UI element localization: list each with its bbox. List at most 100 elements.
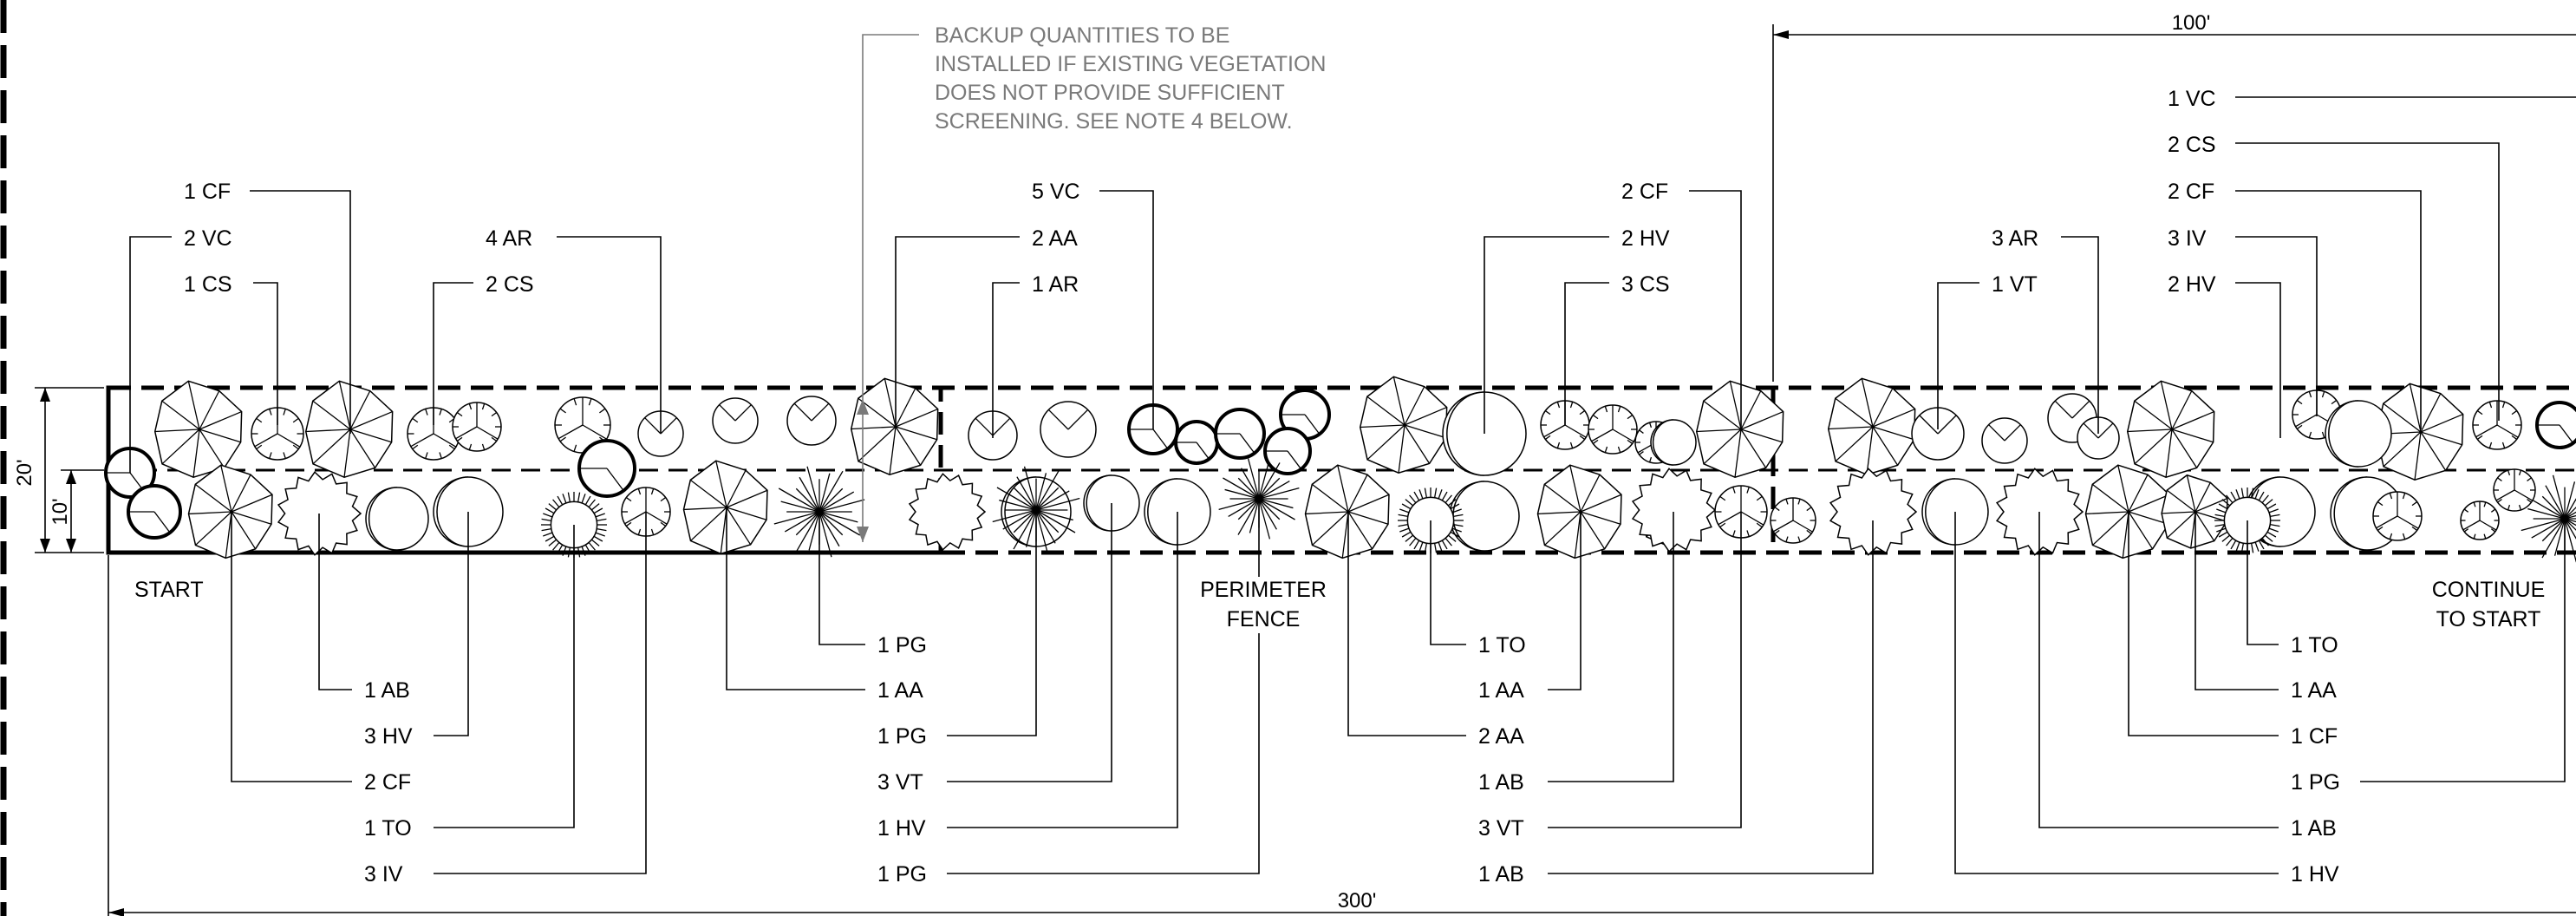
callout-bottom-1-pg: 1 PG bbox=[877, 633, 927, 658]
dimension-100ft: 100' bbox=[1772, 11, 2576, 382]
open-circle-shrub-symbol bbox=[1981, 417, 2028, 464]
callout-top-3-cs: 3 CS bbox=[1621, 272, 1670, 297]
callout-bottom-1-ab-b: 1 AB bbox=[1478, 770, 1524, 795]
radial-leaf-tree-symbol bbox=[850, 377, 939, 476]
dimension-20ft-label: 20' bbox=[13, 459, 36, 486]
callout-top-1-cf: 1 CF bbox=[184, 180, 231, 204]
continue-label-line-2: TO START bbox=[2436, 607, 2541, 631]
radial-leaf-tree-symbol bbox=[2126, 380, 2215, 479]
callout-bottom-1-cf: 1 CF bbox=[2291, 724, 2338, 749]
callout-top-2-cs: 2 CS bbox=[486, 272, 534, 297]
callout-bottom-1-hv-b: 1 HV bbox=[2291, 862, 2339, 887]
crescent-shrub-symbol bbox=[1449, 481, 1520, 552]
radial-leaf-tree-symbol bbox=[2084, 464, 2170, 559]
dimension-300ft: 300' bbox=[108, 555, 2576, 916]
backup-note-line-1: BACKUP QUANTITIES TO BE bbox=[935, 23, 1229, 48]
radial-leaf-tree-symbol bbox=[2161, 474, 2228, 549]
notched-shrub-symbol bbox=[1588, 404, 1638, 455]
callout-bottom-1-pg-b: 1 PG bbox=[877, 724, 927, 749]
callout-bottom-2-cf: 2 CF bbox=[364, 770, 411, 795]
callout-bottom-3-iv: 3 IV bbox=[364, 862, 403, 887]
thick-ring-shrub-symbol bbox=[1214, 408, 1266, 460]
callout-top-1-vt: 1 VT bbox=[1992, 272, 2038, 297]
radial-leaf-tree-symbol bbox=[304, 380, 394, 479]
callout-top-1-ar: 1 AR bbox=[1032, 272, 1079, 297]
open-circle-shrub-symbol bbox=[786, 396, 837, 446]
open-circle-shrub-symbol bbox=[1040, 401, 1097, 458]
thick-ring-shrub-symbol bbox=[127, 484, 182, 540]
callout-top-1-vc: 1 VC bbox=[2168, 87, 2216, 111]
callout-top-2-hv: 2 HV bbox=[1621, 226, 1670, 251]
callout-top-2-vc: 2 VC bbox=[184, 226, 232, 251]
callout-top-5-vc: 5 VC bbox=[1032, 180, 1080, 204]
thick-ring-shrub-symbol bbox=[1174, 420, 1219, 465]
crescent-shrub-symbol bbox=[365, 487, 429, 551]
callout-top-2-aa: 2 AA bbox=[1032, 226, 1078, 251]
callout-bottom-1-aa: 1 AA bbox=[877, 678, 923, 703]
crescent-shrub-symbol bbox=[2325, 400, 2392, 468]
radial-leaf-tree-symbol bbox=[2375, 383, 2464, 481]
backup-note-line-3: DOES NOT PROVIDE SUFFICIENT bbox=[935, 81, 1285, 105]
thick-ring-shrub-symbol bbox=[1263, 427, 1312, 475]
dimension-10ft-label: 10' bbox=[49, 498, 72, 525]
open-circle-shrub-symbol bbox=[1911, 407, 1965, 461]
crescent-shrub-symbol bbox=[1650, 419, 1697, 466]
notched-shrub-symbol bbox=[2372, 491, 2423, 541]
callout-bottom-1-to: 1 TO bbox=[364, 816, 412, 841]
perimeter-fence-label-line-2: FENCE bbox=[1227, 607, 1301, 631]
radial-leaf-tree-symbol bbox=[1304, 464, 1390, 559]
spiky-shrub-symbol bbox=[1829, 468, 1918, 556]
notched-shrub-symbol bbox=[2493, 468, 2536, 512]
notched-shrub-symbol bbox=[1770, 497, 1816, 544]
callout-bottom-1-ab-c: 1 AB bbox=[1478, 862, 1524, 887]
callout-bottom-1-ab: 1 AB bbox=[364, 678, 410, 703]
notched-shrub-symbol bbox=[251, 407, 304, 461]
backup-note-line-4: SCREENING. SEE NOTE 4 BELOW. bbox=[935, 109, 1293, 134]
radial-leaf-tree-symbol bbox=[153, 380, 243, 479]
top-callouts: 1 CF 2 VC 1 CS 4 AR 2 CS 5 VC 2 AA 1 AR … bbox=[129, 87, 2576, 473]
backup-note-line-2: INSTALLED IF EXISTING VEGETATION bbox=[935, 52, 1326, 76]
callout-bottom-2-aa: 2 AA bbox=[1478, 724, 1524, 749]
continue-label-line-1: CONTINUE bbox=[2432, 578, 2546, 602]
dimension-10ft: 10' bbox=[49, 469, 104, 553]
radial-leaf-tree-symbol bbox=[187, 464, 273, 559]
spiky-shrub-symbol bbox=[908, 473, 987, 551]
radial-leaf-tree-symbol bbox=[1536, 464, 1622, 559]
radial-leaf-tree-symbol bbox=[682, 460, 768, 555]
dimension-20ft: 20' bbox=[13, 387, 104, 553]
start-label: START bbox=[134, 578, 204, 602]
starburst-grass-symbol bbox=[992, 466, 1080, 554]
callout-bottom-3-vt: 3 VT bbox=[877, 770, 923, 795]
dimension-300ft-label: 300' bbox=[1338, 889, 1377, 913]
callout-bottom-1-to-b: 1 TO bbox=[1478, 633, 1526, 658]
callout-bottom-1-pg-d: 1 PG bbox=[2291, 770, 2340, 795]
callout-bottom-1-to-c: 1 TO bbox=[2291, 633, 2338, 658]
callout-top-1-cs: 1 CS bbox=[184, 272, 232, 297]
callout-top-3-ar: 3 AR bbox=[1992, 226, 2038, 251]
notched-shrub-symbol bbox=[2460, 501, 2500, 540]
callout-top-2-cf-c: 2 CF bbox=[2168, 180, 2214, 204]
radial-leaf-tree-symbol bbox=[1827, 377, 1916, 476]
notched-shrub-symbol bbox=[2472, 400, 2522, 450]
thick-ring-shrub-symbol bbox=[577, 439, 636, 498]
callout-bottom-1-hv: 1 HV bbox=[877, 816, 926, 841]
plant-symbols bbox=[104, 376, 2576, 563]
callout-bottom-1-aa-c: 1 AA bbox=[2291, 678, 2337, 703]
callout-top-2-cf-b: 2 CF bbox=[1621, 180, 1668, 204]
callout-bottom-1-pg-c: 1 PG bbox=[877, 862, 927, 887]
callout-top-4-ar: 4 AR bbox=[486, 226, 532, 251]
thick-ring-shrub-symbol bbox=[2535, 401, 2576, 449]
radial-leaf-tree-symbol bbox=[1695, 380, 1784, 479]
notched-shrub-symbol bbox=[452, 402, 502, 452]
callout-top-2-cs-b: 2 CS bbox=[2168, 133, 2216, 157]
perimeter-fence-label-line-1: PERIMETER bbox=[1200, 578, 1327, 602]
callout-bottom-1-ab-d: 1 AB bbox=[2291, 816, 2337, 841]
callout-top-2-hv-b: 2 HV bbox=[2168, 272, 2216, 297]
callout-top-3-iv: 3 IV bbox=[2168, 226, 2207, 251]
callout-bottom-3-hv: 3 HV bbox=[364, 724, 413, 749]
spiky-shrub-symbol bbox=[1631, 468, 1717, 553]
backup-note: BACKUP QUANTITIES TO BE INSTALLED IF EXI… bbox=[857, 23, 1326, 542]
open-circle-shrub-symbol bbox=[712, 397, 759, 444]
dimension-100ft-label: 100' bbox=[2172, 11, 2211, 35]
